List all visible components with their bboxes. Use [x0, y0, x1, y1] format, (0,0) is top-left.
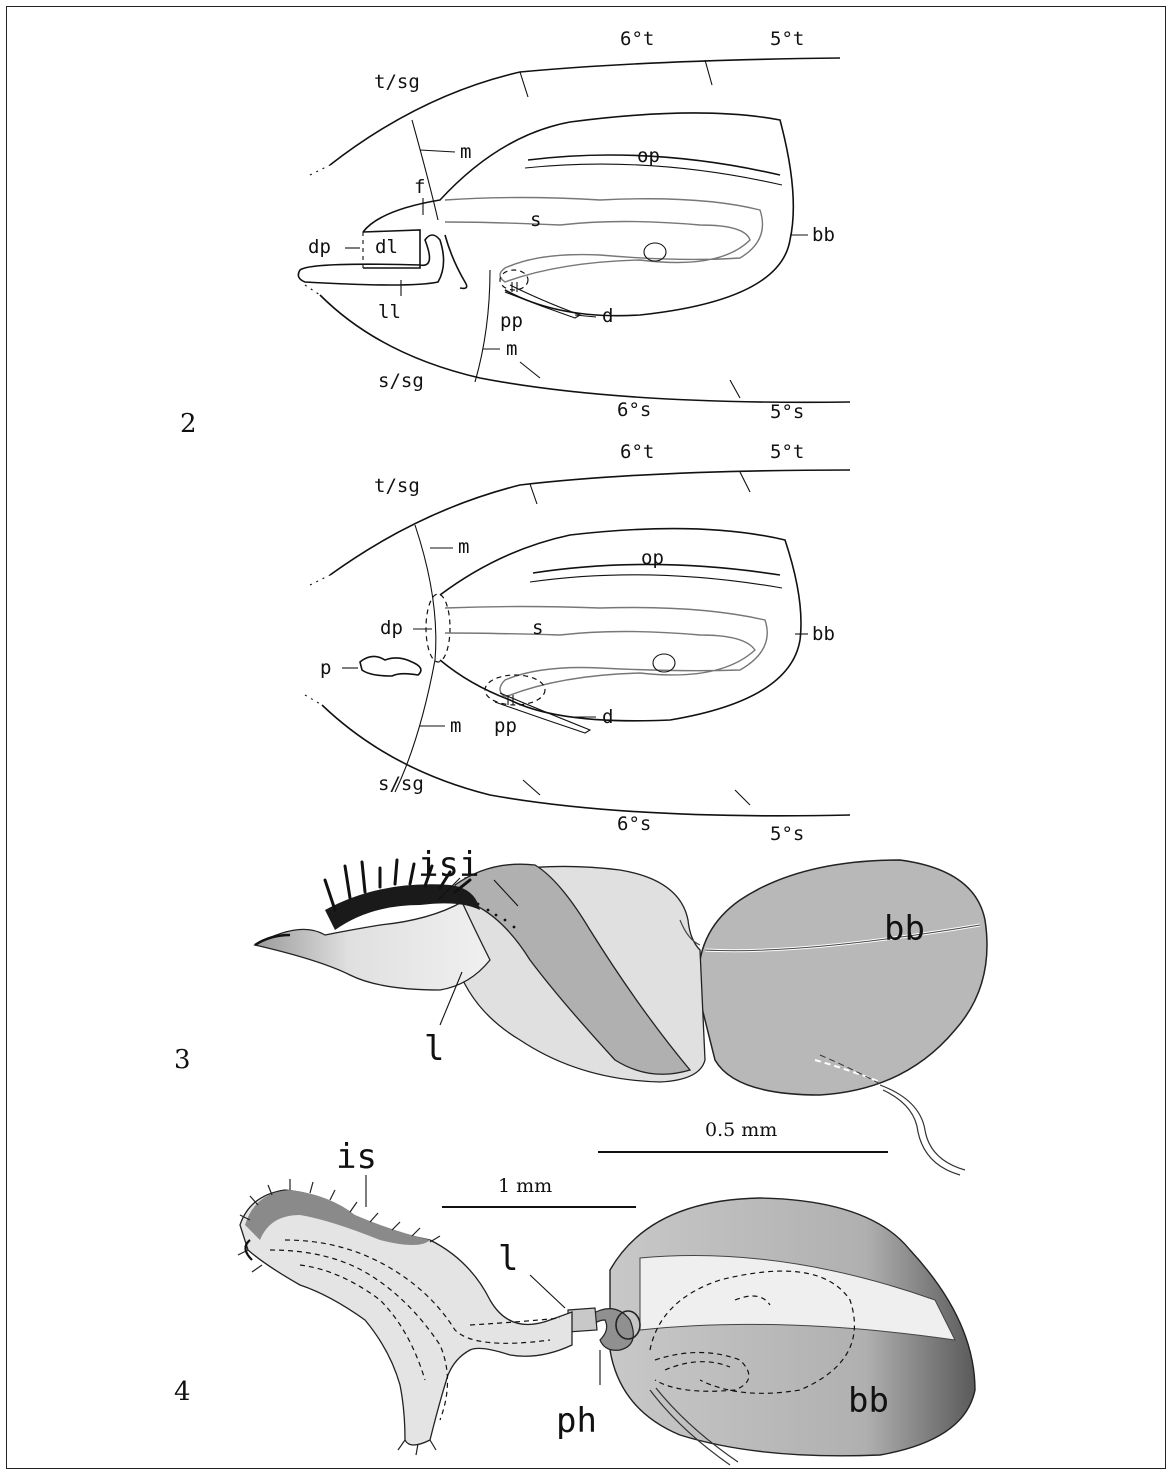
label-ll: ll [378, 301, 401, 323]
label-pp-lower: pp [494, 715, 517, 737]
label-is: is [336, 1137, 377, 1177]
label-op: op [637, 145, 660, 167]
label-d: d [602, 305, 613, 327]
scale-label-fig3: 0.5 mm [705, 1119, 777, 1141]
label-isi: isi [418, 845, 479, 885]
label-6s-lower: 6°s [617, 813, 651, 835]
label-m-lower-top: m [458, 536, 469, 558]
figure-number-2: 2 [180, 409, 197, 439]
label-6t: 6°t [620, 28, 654, 50]
label-bb-fig3: bb [884, 909, 925, 949]
label-bb: bb [812, 224, 835, 246]
label-p-lower: p [320, 657, 331, 679]
label-dp-lower: dp [380, 617, 403, 639]
label-5t: 5°t [770, 28, 804, 50]
label-op-lower: op [641, 547, 664, 569]
label-l-fig4: l [498, 1239, 518, 1279]
label-m-upper: m [460, 141, 471, 163]
label-bb-lower: bb [812, 623, 835, 645]
label-d-lower: d [602, 706, 613, 728]
label-ssg: s/sg [378, 370, 424, 392]
label-ph: ph [556, 1401, 597, 1441]
label-6t-lower: 6°t [620, 441, 654, 463]
label-pp: pp [500, 310, 523, 332]
scale-label-fig4: 1 mm [498, 1175, 552, 1197]
label-s: s [530, 209, 541, 231]
label-tsg-lower: t/sg [374, 475, 420, 497]
label-5t-lower: 5°t [770, 441, 804, 463]
label-s-lower: s [532, 617, 543, 639]
figure-number-4: 4 [174, 1377, 191, 1407]
label-5s: 5°s [770, 401, 804, 423]
label-l-fig3: l [424, 1029, 444, 1069]
fig2-upper-drawing [298, 58, 850, 402]
fig3-drawing [255, 860, 987, 1175]
label-dp: dp [308, 236, 331, 258]
label-bb-fig4: bb [848, 1381, 889, 1421]
label-m-lower-bottom: m [450, 715, 461, 737]
label-m-lower: m [506, 338, 517, 360]
label-f: f [414, 176, 425, 198]
fig4-drawing [238, 1179, 975, 1465]
label-dl: dl [375, 236, 398, 258]
figure-number-3: 3 [174, 1045, 191, 1075]
fig2-lower-drawing [305, 470, 850, 816]
label-ssg-lower: s/sg [378, 773, 424, 795]
label-5s-lower: 5°s [770, 823, 804, 845]
fig2-upper-labels: 6°t 5°t t/sg m f dp dl ll op s bb pp d m… [308, 28, 835, 423]
fig2-lower-leaders [342, 548, 808, 726]
label-6s: 6°s [617, 399, 651, 421]
fig2-lower-labels: 6°t 5°t t/sg m op dp s bb p m pp d s/sg … [320, 441, 835, 845]
label-tsg: t/sg [374, 71, 420, 93]
